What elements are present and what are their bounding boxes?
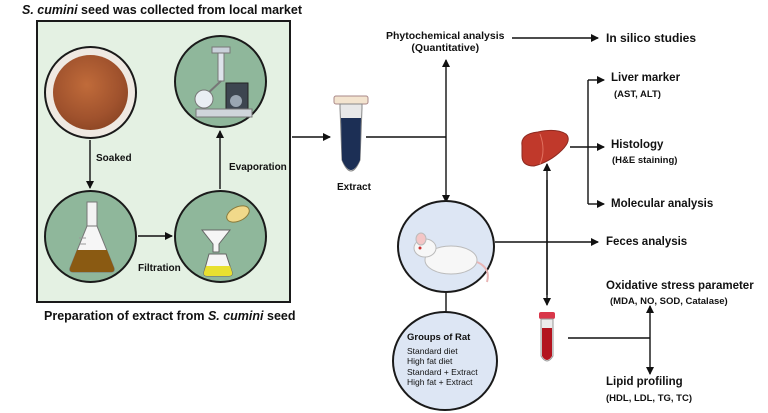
molecular-label: Molecular analysis: [611, 198, 714, 210]
rat-circle: [397, 200, 495, 293]
soaked-label: Soaked: [96, 153, 132, 164]
group-item-3: Standard + Extract: [407, 366, 478, 377]
lipid-label: Lipid profiling: [606, 376, 683, 388]
lipid-sub: (HDL, LDL, TG, TC): [606, 393, 693, 404]
rotary-evaporator-circle: [174, 35, 267, 128]
group-item-4: High fat + Extract: [407, 377, 473, 387]
in-silico-label: In silico studies: [606, 31, 697, 45]
filtration-circle: [174, 190, 267, 283]
evaporation-label: Evaporation: [229, 162, 287, 173]
group-item-1: Standard diet: [407, 345, 458, 356]
oxidative-label: Oxidative stress parameter: [606, 280, 754, 292]
preparation-title: Preparation of extract from S. cumini se…: [44, 309, 296, 323]
flask-circle: [44, 190, 137, 283]
seed-powder-icon: [53, 55, 128, 130]
seed-powder-circle: [44, 46, 137, 139]
filtration-funnel-icon: [200, 205, 250, 277]
liver-marker-label: Liver marker: [611, 72, 681, 84]
groups-title: Groups of Rat: [407, 332, 471, 343]
filtration-label: Filtration: [138, 263, 181, 274]
histology-label: Histology: [611, 139, 664, 151]
oxidative-sub: (MDA, NO, SOD, Catalase): [610, 296, 728, 307]
groups-circle: Groups of Rat Standard diet High fat die…: [392, 311, 498, 411]
group-item-2: High fat diet: [407, 356, 453, 366]
phytochemical-label: Phytochemical analysis (Quantitative): [386, 30, 505, 54]
erlenmeyer-flask-icon: [69, 201, 115, 273]
feces-label: Feces analysis: [606, 236, 688, 248]
extract-label: Extract: [337, 182, 371, 193]
histology-sub: (H&E staining): [612, 155, 678, 166]
collection-title: S. cumini seed was collected from local …: [22, 3, 302, 17]
rotary-evaporator-icon: [194, 46, 253, 118]
rat-icon: [413, 232, 489, 283]
liver-marker-sub: (AST, ALT): [614, 89, 661, 100]
